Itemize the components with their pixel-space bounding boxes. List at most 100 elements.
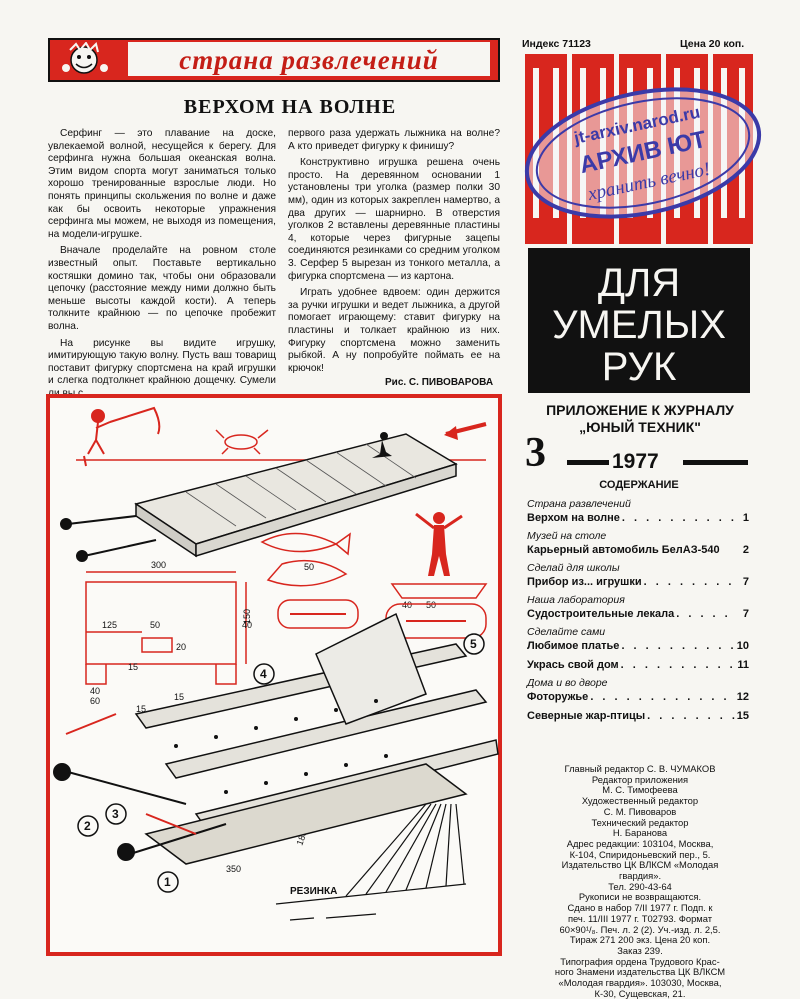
paragraph: первого раза удержать лыжника на волне? … bbox=[288, 128, 500, 152]
dimension-label: 50 bbox=[150, 620, 160, 630]
subscription-index: Индекс 71123 bbox=[522, 38, 591, 50]
toc-entry-title: Фоторужье bbox=[527, 691, 589, 703]
table-of-contents: Страна развлечений Верхом на волне. . . … bbox=[527, 498, 749, 728]
rail-assembly bbox=[134, 612, 499, 865]
dimension-label: 60 bbox=[90, 696, 100, 706]
plate-drawing bbox=[85, 571, 247, 685]
toc-entry-page: 1 bbox=[742, 512, 749, 524]
dimension-label: 300 bbox=[151, 560, 166, 570]
toy-illustration: 300 150 125 50 20 15 40 60 40 50 15 15 3… bbox=[46, 394, 502, 956]
issue-year: 1977 bbox=[612, 450, 659, 473]
article-column-1: Серфинг — это плавание на доске, увлекае… bbox=[48, 128, 276, 404]
paragraph: Вначале проделайте на ровном столе извес… bbox=[48, 245, 276, 332]
dimension-label: 40 bbox=[90, 686, 100, 696]
toc-entry-title: Карьерный автомобиль БелАЗ-540 bbox=[527, 544, 720, 556]
toc-entry-title: Прибор из... игрушки bbox=[527, 576, 642, 588]
callout-number: 2 bbox=[84, 819, 91, 833]
year-rule bbox=[683, 460, 748, 465]
credit-line: Тираж 271 200 экз. Цена 20 коп. bbox=[569, 934, 711, 946]
credit-line: Художественный редактор bbox=[581, 795, 699, 807]
dimension-label: 50 bbox=[304, 562, 314, 572]
supplement-line: „ЮНЫЙ ТЕХНИК" bbox=[579, 419, 701, 435]
toc-entry[interactable]: Карьерный автомобиль БелАЗ-540 2 bbox=[527, 543, 749, 558]
credit-line: Технический редактор bbox=[591, 816, 689, 828]
handle-icon bbox=[53, 763, 227, 861]
supplement-label: ПРИЛОЖЕНИЕ К ЖУРНАЛУ „ЮНЫЙ ТЕХНИК" bbox=[525, 402, 755, 436]
title-line: УМЕЛЫХ bbox=[552, 303, 726, 347]
dimension-label: 20 bbox=[176, 642, 186, 652]
dimension-label: 40 bbox=[242, 620, 252, 630]
paragraph: Серфинг — это плавание на доске, увлекае… bbox=[48, 128, 276, 240]
toc-section: Наша лаборатория bbox=[527, 594, 625, 606]
supplement-line: ПРИЛОЖЕНИЕ К ЖУРНАЛУ bbox=[546, 402, 734, 418]
toc-entry-page: 11 bbox=[737, 659, 749, 671]
title-line: ДЛЯ bbox=[597, 261, 681, 305]
crab-icon bbox=[215, 429, 269, 455]
price: Цена 20 коп. bbox=[680, 38, 745, 50]
credit-line: Типография ордена Трудового Крас- bbox=[560, 955, 720, 967]
credit-line: Сдано в набор 7/II 1977 г. Подп. к bbox=[567, 902, 713, 914]
dimension-label: 50 bbox=[426, 600, 436, 610]
toc-entry[interactable]: Верхом на волне. . . . . . . . . . . . .… bbox=[527, 512, 749, 524]
toc-section: Страна развлечений bbox=[527, 498, 631, 510]
credit-line: Издательство ЦК ВЛКСМ «Молодая bbox=[561, 859, 719, 871]
article-title: ВЕРХОМ НА ВОЛНЕ bbox=[183, 96, 397, 118]
toc-entry-page: 10 bbox=[736, 640, 749, 652]
toc-entry-page: 12 bbox=[736, 691, 749, 703]
credit-line: К-30, Сущевская, 21. bbox=[594, 987, 686, 999]
toc-entry-page: 7 bbox=[742, 576, 749, 588]
fish-icon bbox=[260, 532, 351, 587]
credit-line: гвардия». bbox=[618, 870, 662, 882]
paragraph: На рисунке вы видите игрушку, имитирующу… bbox=[48, 337, 276, 399]
section-banner: страна развлечений bbox=[48, 38, 500, 82]
dimension-label: 150 bbox=[242, 609, 252, 624]
mascot-icon bbox=[62, 42, 108, 74]
toc-entry-page: 7 bbox=[742, 608, 749, 620]
credit-line: 60×90¹/₈. Печ. л. 2 (2). Уч.-изд. л. 2,5… bbox=[559, 923, 721, 935]
toc-entry[interactable]: Северные жар-птицы. . . . . . . .15 bbox=[527, 710, 749, 722]
dimension-label: 125 bbox=[102, 620, 117, 630]
credit-line: С. М. Пивоваров bbox=[603, 805, 677, 817]
handle-icon bbox=[60, 515, 157, 562]
credit-line: Н. Баранова bbox=[612, 827, 668, 839]
title-line: РУК bbox=[601, 345, 677, 389]
toc-entry-title: Укрась свой дом bbox=[527, 659, 619, 671]
archive-stamp: jt-arxiv.narod.ru АРХИВ ЮТ хранить вечно… bbox=[524, 87, 762, 219]
toc-entry[interactable]: Укрась свой дом. . . . . . . . . .11 bbox=[527, 659, 749, 671]
article-column-2: первого раза удержать лыжника на волне? … bbox=[288, 128, 500, 379]
credit-line: печ. 11/III 1977 г. Т02793. Формат bbox=[567, 912, 713, 924]
credit-line: Заказ 239. bbox=[617, 944, 663, 956]
issue-number: 3 bbox=[525, 430, 546, 476]
credit-line: К-104, Спиридоньевский пер., 5. bbox=[569, 848, 711, 860]
dimension-label: 40 bbox=[402, 600, 412, 610]
toc-entry-title: Верхом на волне bbox=[527, 512, 620, 524]
year-rule bbox=[567, 460, 609, 465]
paragraph: Конструктивно игрушка решена очень прост… bbox=[288, 157, 500, 282]
credit-line: Главный редактор С. В. ЧУМАКОВ bbox=[564, 763, 716, 774]
rubber-band-detail bbox=[275, 803, 467, 921]
toc-entry[interactable]: Прибор из... игрушки. . . . . . . . . . … bbox=[527, 576, 749, 588]
callout-number: 1 bbox=[164, 875, 171, 889]
wave-board bbox=[134, 433, 458, 558]
surfer-icon bbox=[372, 432, 392, 458]
toc-entry-title: Любимое платье bbox=[527, 640, 620, 652]
toc-entry[interactable]: Фоторужье. . . . . . . . . . . .12 bbox=[527, 691, 749, 703]
toc-entry[interactable]: Судостроительные лекала. . . . . .7 bbox=[527, 608, 749, 620]
credit-line: Редактор приложения bbox=[591, 773, 689, 785]
toc-entry-page: 15 bbox=[736, 710, 749, 722]
dimension-label: 15 bbox=[136, 704, 146, 714]
toc-entry-title: Северные жар-птицы bbox=[527, 710, 646, 722]
toc-section: Сделайте сами bbox=[527, 626, 606, 638]
toc-section: Музей на столе bbox=[527, 530, 607, 542]
credit-line: ного Знамени издательства ЦК ВЛКСМ bbox=[554, 966, 726, 978]
toc-entry-title: Судостроительные лекала bbox=[527, 608, 675, 620]
toc-section: Дома и во дворе bbox=[527, 677, 608, 689]
credit-line: «Молодая гвардия». 103030, Москва, bbox=[558, 977, 722, 989]
fisherman-icon bbox=[83, 406, 161, 467]
toc-entry[interactable]: Любимое платье. . . . . . . . . .10 bbox=[527, 640, 749, 652]
toc-section: Сделай для школы bbox=[527, 562, 620, 574]
dimension-label: 350 bbox=[226, 864, 241, 874]
section-banner-title: страна развлечений bbox=[128, 42, 490, 76]
callout-number: 5 bbox=[470, 637, 477, 651]
callout-number: 4 bbox=[260, 667, 267, 681]
